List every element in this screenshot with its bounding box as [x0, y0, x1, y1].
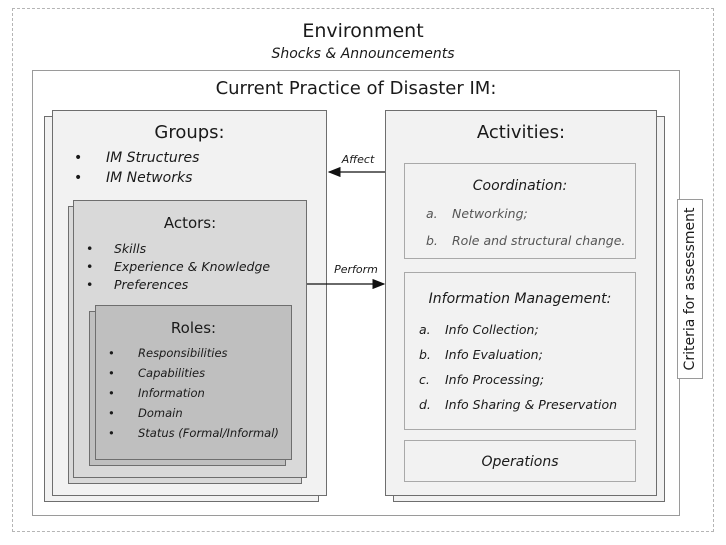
- current-practice-title: Current Practice of Disaster IM:: [215, 78, 497, 99]
- actors-list-item: •Experience & Knowledge: [86, 259, 271, 274]
- coordination-title: Coordination:: [472, 178, 568, 194]
- information-management-item: d.Info Sharing & Preservation: [419, 397, 618, 412]
- criteria-label: Criteria for assessment: [682, 207, 698, 371]
- actors-title: Actors:: [163, 214, 217, 232]
- groups-list: •IM Structures •IM Networks: [74, 150, 314, 190]
- roles-list-item: •Responsibilities: [108, 346, 228, 360]
- roles-list-item: •Capabilities: [108, 366, 206, 380]
- information-management-item: c.Info Processing;: [419, 372, 545, 387]
- environment-subtitle: Shocks & Announcements: [271, 46, 455, 62]
- roles-list-item: •Domain: [108, 406, 183, 420]
- environment-title: Environment: [302, 20, 424, 42]
- information-management-box: [404, 272, 636, 430]
- information-management-item: a.Info Collection;: [419, 322, 539, 337]
- groups-title: Groups:: [154, 122, 225, 143]
- roles-title: Roles:: [170, 319, 217, 337]
- coordination-item: a.Networking;: [426, 206, 528, 221]
- coordination-item: b.Role and structural change.: [426, 233, 626, 248]
- operations-title: Operations: [481, 454, 559, 470]
- criteria-box: Criteria for assessment: [677, 199, 703, 379]
- roles-box: [95, 305, 292, 460]
- coordination-box: [404, 163, 636, 259]
- roles-list-item: •Information: [108, 386, 205, 400]
- groups-list-item: •IM Networks: [74, 170, 193, 186]
- perform-label: Perform: [334, 263, 378, 276]
- actors-list-item: •Skills: [86, 241, 147, 256]
- groups-list-item: •IM Structures: [74, 150, 200, 166]
- roles-list: •Responsibilities •Capabilities •Informa…: [108, 346, 290, 446]
- actors-list: •Skills •Experience & Knowledge •Prefere…: [86, 241, 301, 295]
- information-management-item: b.Info Evaluation;: [419, 347, 543, 362]
- roles-list-item: •Status (Formal/Informal): [108, 426, 279, 440]
- actors-list-item: •Preferences: [86, 277, 189, 292]
- operations-box: [404, 440, 636, 482]
- activities-title: Activities:: [476, 122, 566, 143]
- environment-frame: [12, 8, 714, 532]
- information-management-title: Information Management:: [428, 291, 612, 307]
- affect-label: Affect: [341, 153, 375, 166]
